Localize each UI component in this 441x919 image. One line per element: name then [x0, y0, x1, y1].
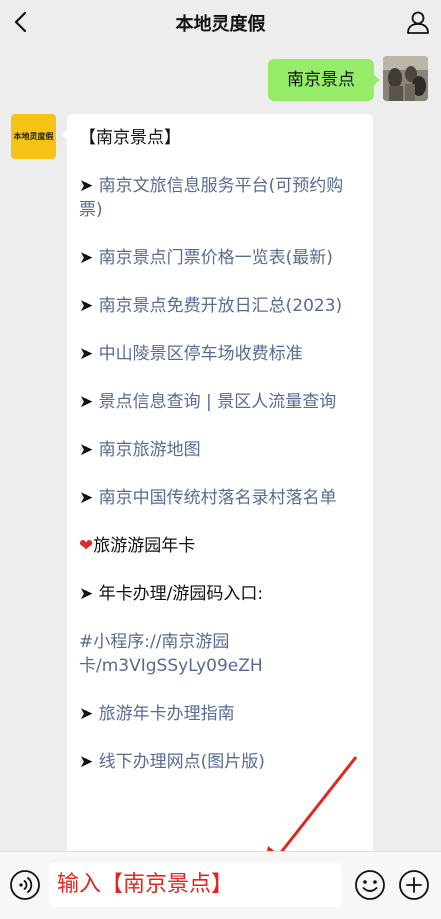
link[interactable]: 南京景点免费开放日汇总(2023)	[98, 296, 343, 316]
list-item[interactable]: ➤ 南京旅游地图	[79, 440, 201, 460]
user-avatar[interactable]	[383, 56, 428, 101]
link[interactable]: 景点信息查询 | 景区人流量查询	[98, 392, 337, 412]
list-item[interactable]: ➤ 中山陵景区停车场收费标准	[79, 344, 303, 364]
link[interactable]: 南京中国传统村落名录村落名单	[98, 488, 337, 508]
link[interactable]: 旅游年卡办理指南	[98, 704, 235, 724]
chevron-left-icon[interactable]	[10, 10, 34, 34]
mini-program-link[interactable]: #小程序://南京游园卡/m3VIgSSyLy09eZH	[79, 632, 263, 676]
link[interactable]: 中山陵景区停车场收费标准	[98, 344, 303, 364]
message-heading: 【南京景点】	[79, 128, 181, 148]
avatar-photo-icon	[383, 56, 428, 101]
emoji-icon[interactable]	[354, 869, 386, 901]
voice-icon[interactable]	[9, 869, 41, 901]
bot-avatar[interactable]: 本地灵度假	[11, 114, 56, 159]
bottom-input-bar: 输入【南京景点】	[0, 851, 441, 919]
card-entry-text: ➤ 年卡办理/游园码入口:	[79, 584, 264, 604]
bot-avatar-label: 本地灵度假	[13, 132, 54, 141]
section-heading: ❤旅游游园年卡	[79, 536, 196, 556]
heart-icon: ❤	[79, 536, 94, 556]
link[interactable]: 南京旅游地图	[98, 440, 201, 460]
list-item[interactable]: ➤ 南京景点门票价格一览表(最新)	[79, 248, 333, 268]
plus-icon[interactable]	[398, 869, 430, 901]
person-icon[interactable]	[405, 9, 431, 35]
list-item[interactable]: ➤ 南京景点免费开放日汇总(2023)	[79, 296, 343, 316]
page-title: 本地灵度假	[175, 14, 266, 35]
link[interactable]: 线下办理网点(图片版)	[98, 752, 265, 772]
link[interactable]: 南京文旅信息服务平台(可预约购票)	[79, 176, 344, 220]
message-input[interactable]: 输入【南京景点】	[49, 863, 342, 907]
list-item[interactable]: ➤ 线下办理网点(图片版)	[79, 752, 265, 772]
incoming-message-bubble: 【南京景点】 ➤ 南京文旅信息服务平台(可预约购票) ➤ 南京景点门票价格一览表…	[61, 114, 373, 874]
list-item[interactable]: ➤ 旅游年卡办理指南	[79, 704, 235, 724]
list-item[interactable]: ➤ 景点信息查询 | 景区人流量查询	[79, 392, 337, 412]
top-bar: 本地灵度假	[0, 0, 441, 44]
outgoing-message-bubble[interactable]: 南京景点	[268, 59, 380, 101]
list-item[interactable]: ➤ 南京中国传统村落名录村落名单	[79, 488, 337, 508]
list-item[interactable]: ➤ 南京文旅信息服务平台(可预约购票)	[79, 176, 344, 220]
link[interactable]: 南京景点门票价格一览表(最新)	[98, 248, 333, 268]
